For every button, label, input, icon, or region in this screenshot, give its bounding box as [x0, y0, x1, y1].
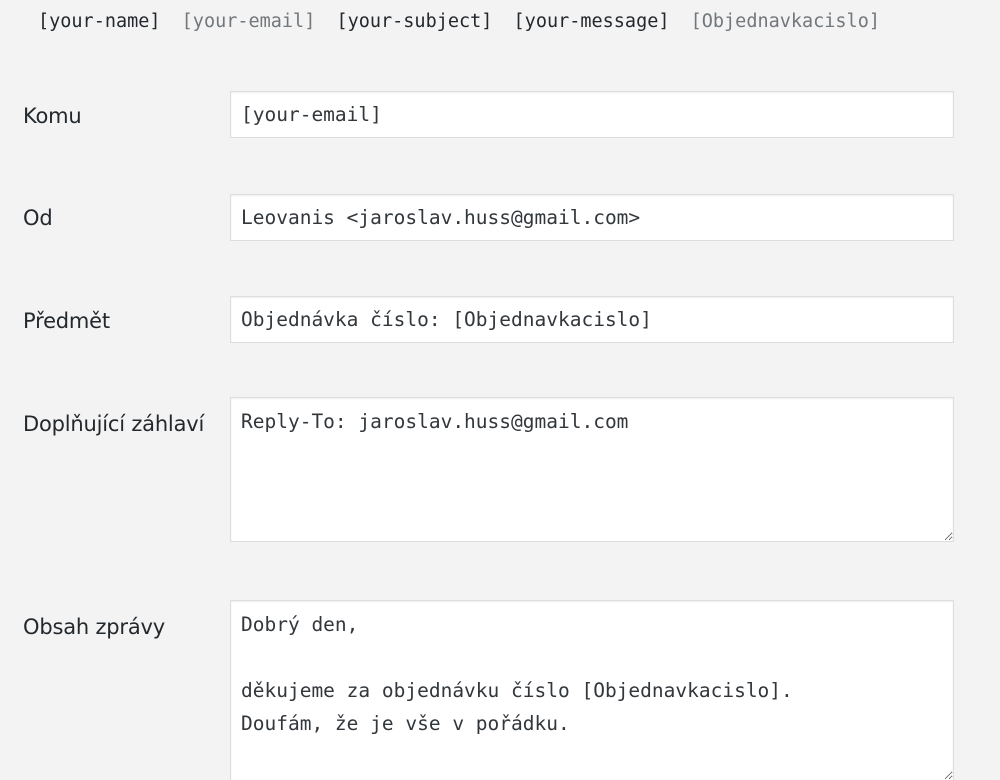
- subject-label: Předmět: [23, 309, 110, 333]
- additional-headers-label: Doplňující záhlaví: [23, 412, 205, 436]
- mail-tags-list: [your-name] [your-email] [your-subject] …: [38, 8, 988, 36]
- to-label: Komu: [23, 104, 82, 128]
- message-body-label: Obsah zprávy: [23, 615, 165, 639]
- from-input[interactable]: [230, 194, 954, 241]
- message-body-textarea[interactable]: Dobrý den, děkujeme za objednávku číslo …: [230, 600, 954, 780]
- mail-tag-your-name[interactable]: [your-name]: [38, 11, 161, 32]
- mail-tag-your-email[interactable]: [your-email]: [181, 11, 316, 32]
- to-input[interactable]: [230, 91, 954, 138]
- mail-tag-objednavkacislo[interactable]: [Objednavkacislo]: [690, 11, 880, 32]
- from-label: Od: [23, 206, 53, 230]
- subject-input[interactable]: [230, 296, 954, 343]
- additional-headers-textarea[interactable]: Reply-To: jaroslav.huss@gmail.com: [230, 397, 954, 542]
- mail-tag-your-subject[interactable]: [your-subject]: [336, 11, 493, 32]
- mail-tag-your-message[interactable]: [your-message]: [513, 11, 670, 32]
